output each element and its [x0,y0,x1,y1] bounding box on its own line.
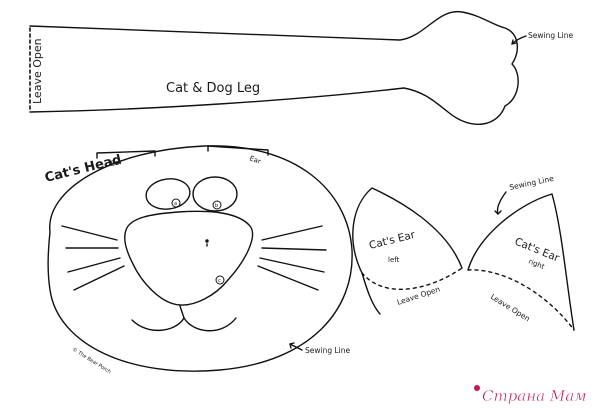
right-ear-outline [467,193,575,331]
right-ear-leave-open-label: Leave Open [489,292,532,323]
head-ear-left-label: Ear [110,158,123,168]
left-eye [145,178,191,210]
ear-mark-left [96,150,156,159]
leg-outline [29,11,519,126]
head-ear-right-label: Ear [248,154,262,166]
leg-leave-open-label: Leave Open [31,38,44,104]
nose [123,210,254,306]
ear-mark-right [207,145,269,156]
right-ear-side: right [527,257,545,271]
left-ear-outline [352,187,463,274]
left-ear-side: left [388,256,400,264]
watermark: Страна Мам [474,385,600,406]
head-mark-c: c [218,278,221,284]
ears-sewing-pointer [496,191,507,215]
head-sewing-label: Sewing Line [305,346,351,355]
head-title: Cat's Head [43,152,123,186]
ears-sewing-label: Sewing Line [509,174,555,192]
left-ear-title: Cat's Ear [368,229,417,252]
watermark-dot [474,385,480,391]
left-ear-leave-open-label: Leave Open [396,284,442,306]
leg-sewing-label: Sewing Line [528,31,574,40]
mouth [131,305,185,332]
head-mark-a: a [174,201,177,207]
head-outline [47,145,353,372]
copyright-label: © The Bear Porch [71,346,112,375]
left-ear-leave-open [361,267,463,290]
watermark-text: Страна Мам [482,387,587,405]
right-eye [192,176,238,212]
leg-title: Cat & Dog Leg [166,81,260,96]
left-whiskers [61,225,125,291]
head-sewing-pointer [289,343,303,351]
right-whiskers [257,225,327,291]
right-ear-leave-open [467,269,575,331]
head-mark-b: b [215,203,218,209]
